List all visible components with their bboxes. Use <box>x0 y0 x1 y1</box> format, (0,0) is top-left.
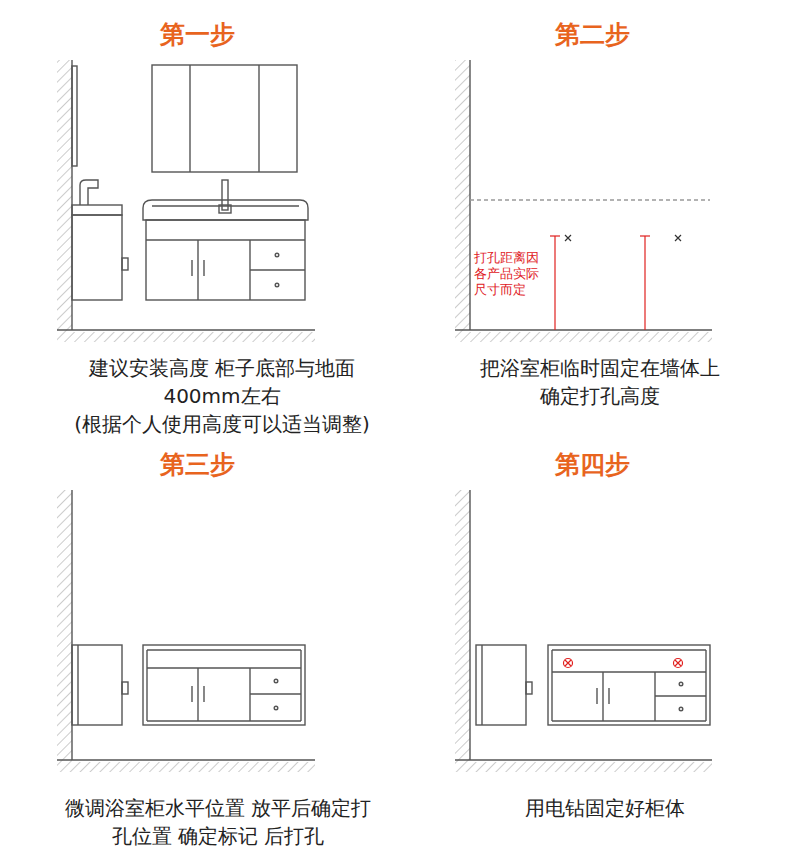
panel-four <box>455 490 712 772</box>
step-title: 第四步 <box>482 448 702 482</box>
drill-note: 打孔距离因 各产品实际 尺寸而定 <box>474 250 548 298</box>
step-caption: 把浴室柜临时固定在墙体上 确定打孔高度 <box>450 354 750 410</box>
step-caption: 微调浴室柜水平位置 放平后确定打 孔位置 确定标记 后打孔 <box>48 794 388 850</box>
step-title: 第三步 <box>87 448 307 482</box>
panel-three <box>57 490 315 772</box>
step-caption: 建议安装高度 柜子底部与地面 400mm左右 (根据个人使用高度可以适当调整) <box>52 354 392 438</box>
step-caption: 用电钻固定好柜体 <box>455 794 755 822</box>
step-title: 第二步 <box>482 18 702 52</box>
panel-two <box>455 60 712 342</box>
step-title: 第一步 <box>87 18 307 52</box>
panel-one <box>57 60 315 342</box>
